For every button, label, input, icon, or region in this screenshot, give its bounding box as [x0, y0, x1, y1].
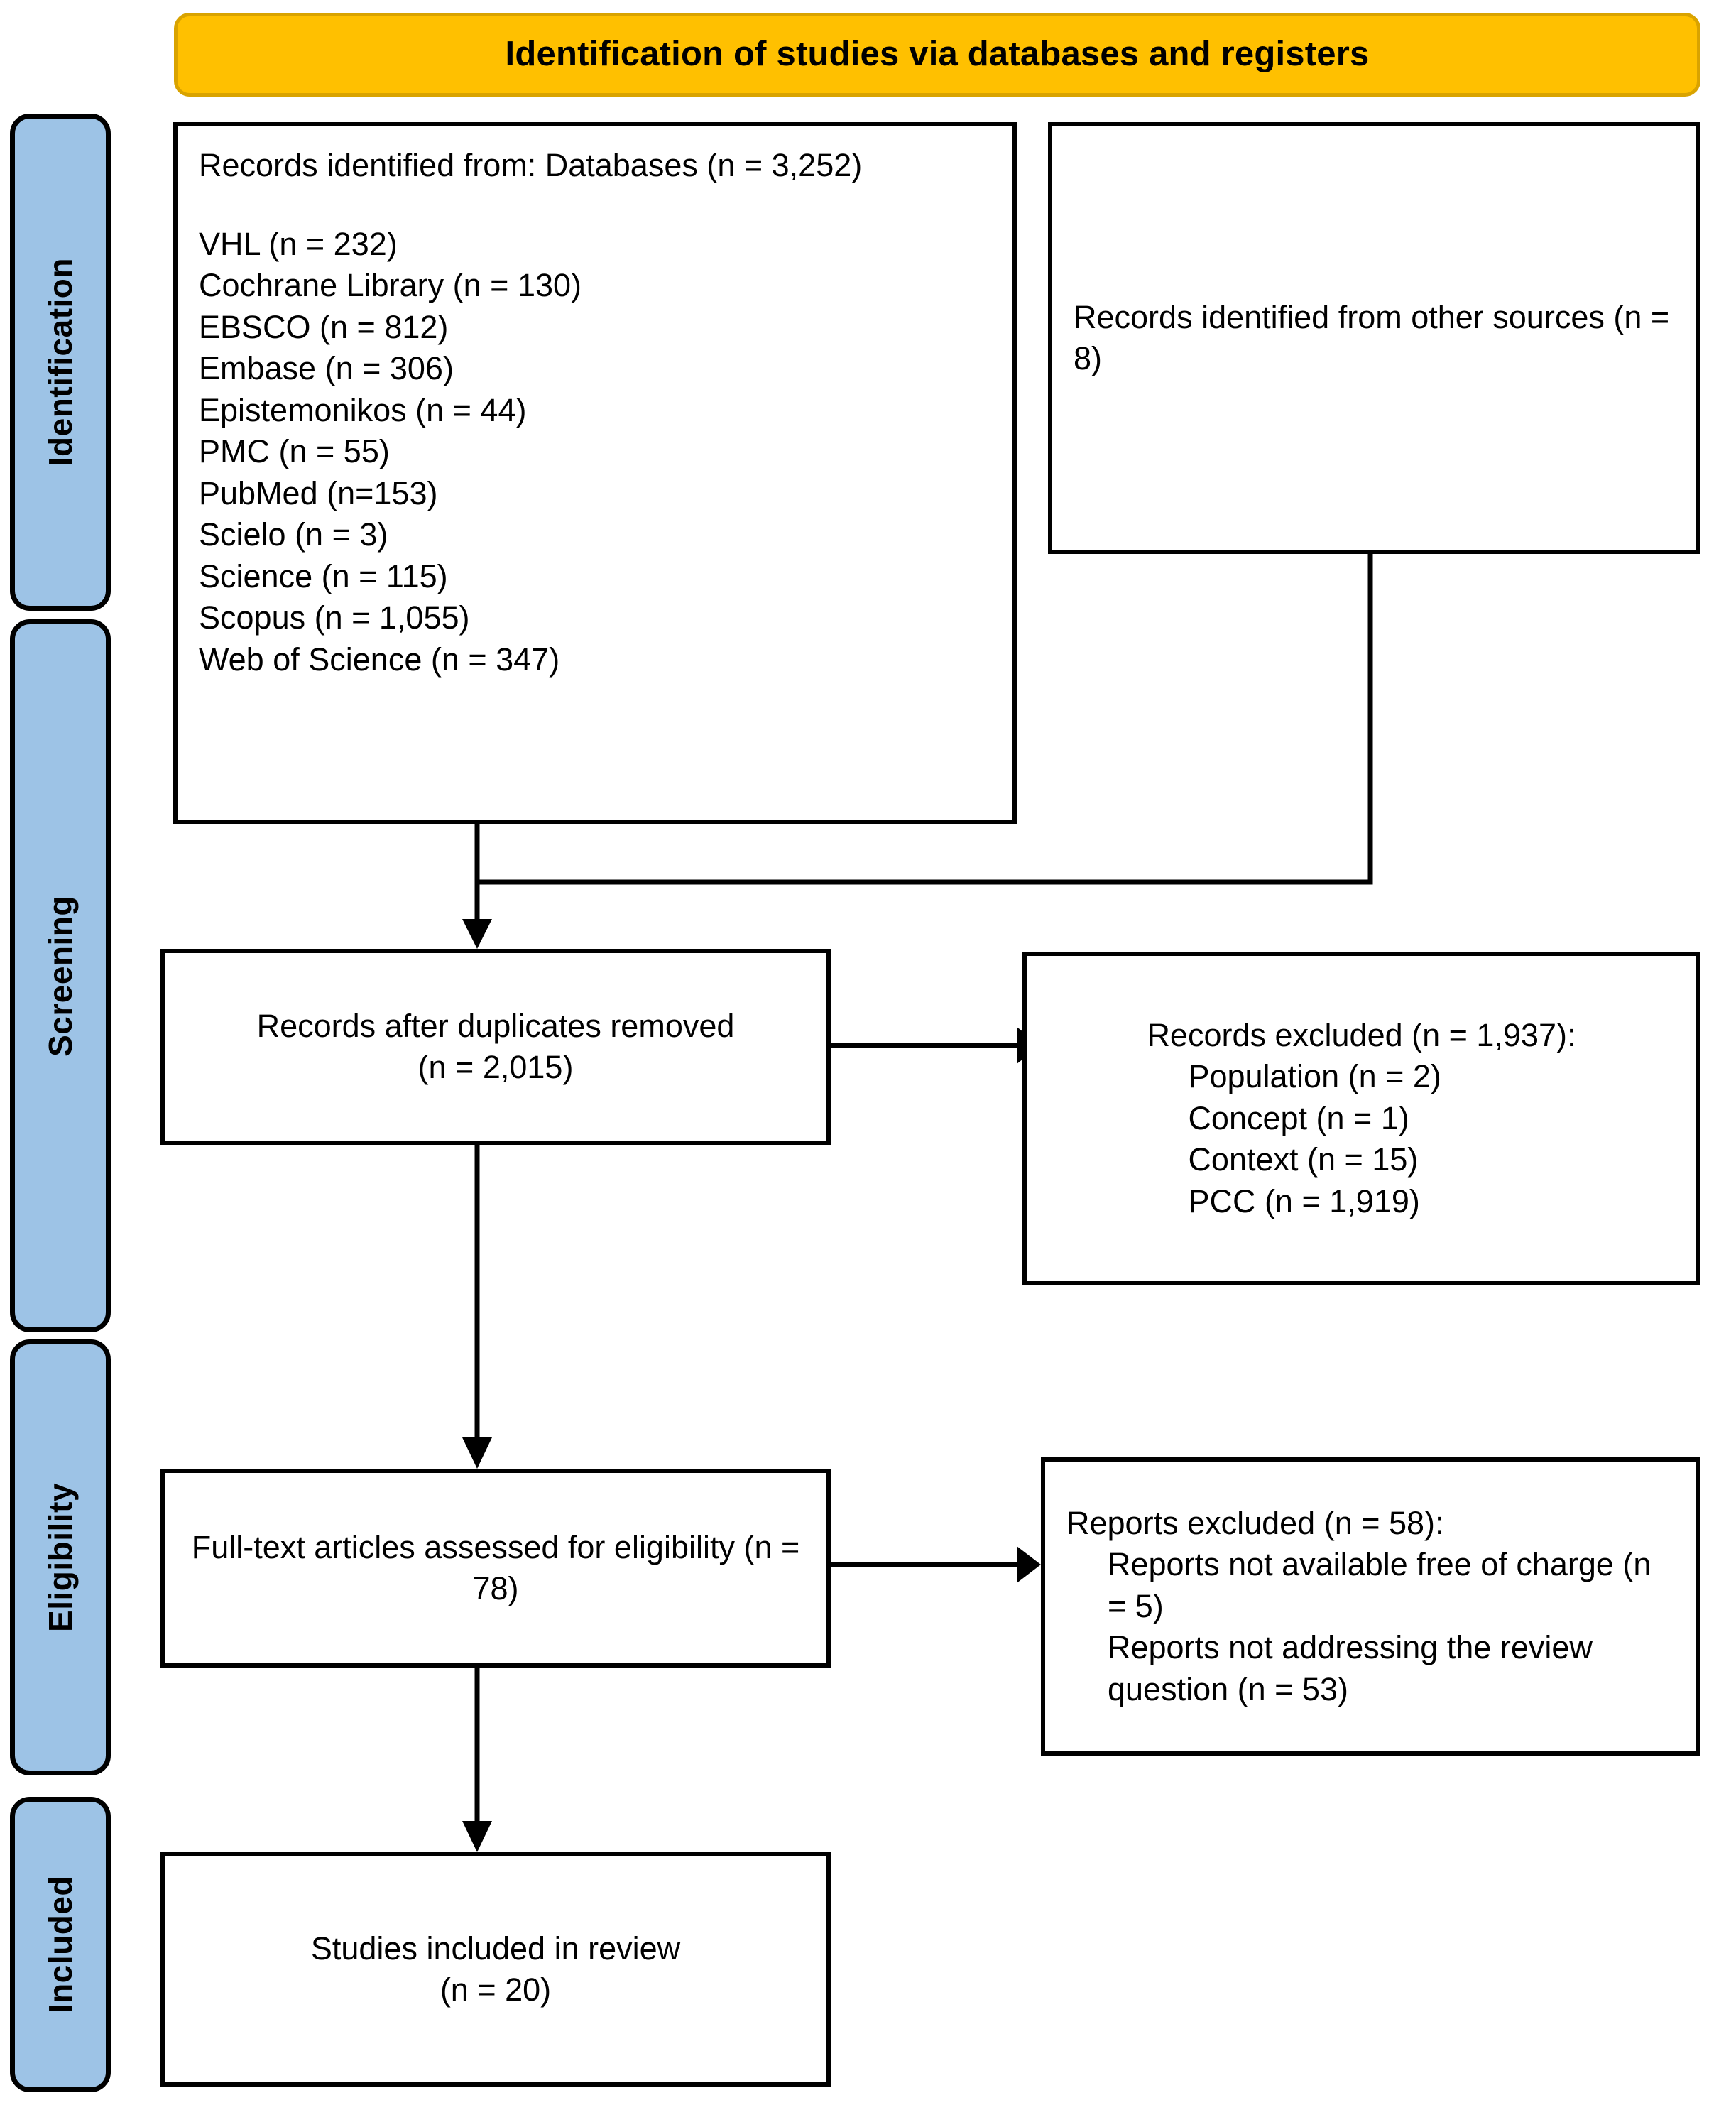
- box-full-text-assessed: Full-text articles assessed for eligibil…: [160, 1469, 831, 1668]
- banner-title: Identification of studies via databases …: [505, 35, 1370, 74]
- after-duplicates-text: Records after duplicates removed (n = 2,…: [256, 1007, 735, 1086]
- stage-label-eligibility: Eligibility: [10, 1339, 111, 1775]
- stage-label-screening: Screening: [10, 619, 111, 1332]
- list-item: Population (n = 2): [1188, 1058, 1441, 1095]
- list-item: Concept (n = 1): [1188, 1099, 1409, 1136]
- list-item: Web of Science (n = 347): [199, 641, 560, 678]
- reports-excluded-content: Reports excluded (n = 58): Reports not a…: [1066, 1503, 1675, 1711]
- full-text-text: Full-text articles assessed for eligibil…: [191, 1528, 809, 1607]
- list-item: Context (n = 15): [1188, 1141, 1419, 1178]
- stage-label-text: Identification: [42, 258, 79, 467]
- included-text: Studies included in review (n = 20): [310, 1930, 681, 2008]
- databases-heading: Records identified from: Databases (n = …: [199, 147, 863, 183]
- spacer: [199, 187, 991, 224]
- box-records-excluded: Records excluded (n = 1,937): Population…: [1022, 952, 1700, 1285]
- box-records-identified-databases: Records identified from: Databases (n = …: [173, 122, 1017, 824]
- stage-label-included: Included: [10, 1797, 111, 2092]
- stage-label-text: Eligibility: [42, 1483, 79, 1632]
- stage-label-text: Included: [42, 1876, 79, 2013]
- records-excluded-reason-list: Population (n = 2) Concept (n = 1) Conte…: [1147, 1056, 1576, 1222]
- list-item: Scopus (n = 1,055): [199, 599, 470, 636]
- list-item: PMC (n = 55): [199, 433, 390, 469]
- database-source-list: VHL (n = 232) Cochrane Library (n = 130)…: [199, 224, 991, 681]
- reports-excluded-reason-list: Reports not available free of charge (n …: [1066, 1544, 1675, 1710]
- other-sources-text: Records identified from other sources (n…: [1074, 298, 1678, 377]
- records-excluded-heading: Records excluded (n = 1,937):: [1147, 1016, 1576, 1053]
- list-item: Cochrane Library (n = 130): [199, 267, 582, 303]
- stage-label-text: Screening: [42, 895, 79, 1057]
- list-item: Reports not addressing the review questi…: [1108, 1629, 1593, 1707]
- records-excluded-content: Records excluded (n = 1,937): Population…: [1147, 1015, 1576, 1223]
- list-item: Embase (n = 306): [199, 350, 454, 386]
- box-records-other-sources: Records identified from other sources (n…: [1048, 122, 1700, 554]
- list-item: Scielo (n = 3): [199, 516, 388, 553]
- list-item: VHL (n = 232): [199, 225, 398, 262]
- reports-excluded-heading: Reports excluded (n = 58):: [1066, 1504, 1444, 1541]
- list-item: Science (n = 115): [199, 558, 448, 594]
- stage-label-identification: Identification: [10, 114, 111, 611]
- list-item: Epistemonikos (n = 44): [199, 391, 527, 428]
- list-item: PCC (n = 1,919): [1188, 1182, 1420, 1219]
- box-studies-included: Studies included in review (n = 20): [160, 1852, 831, 2087]
- box-records-after-duplicates: Records after duplicates removed (n = 2,…: [160, 949, 831, 1145]
- box-reports-excluded: Reports excluded (n = 58): Reports not a…: [1041, 1457, 1700, 1756]
- diagram-banner: Identification of studies via databases …: [174, 13, 1700, 97]
- list-item: PubMed (n=153): [199, 474, 438, 511]
- list-item: EBSCO (n = 812): [199, 308, 449, 345]
- list-item: Reports not available free of charge (n …: [1108, 1546, 1652, 1624]
